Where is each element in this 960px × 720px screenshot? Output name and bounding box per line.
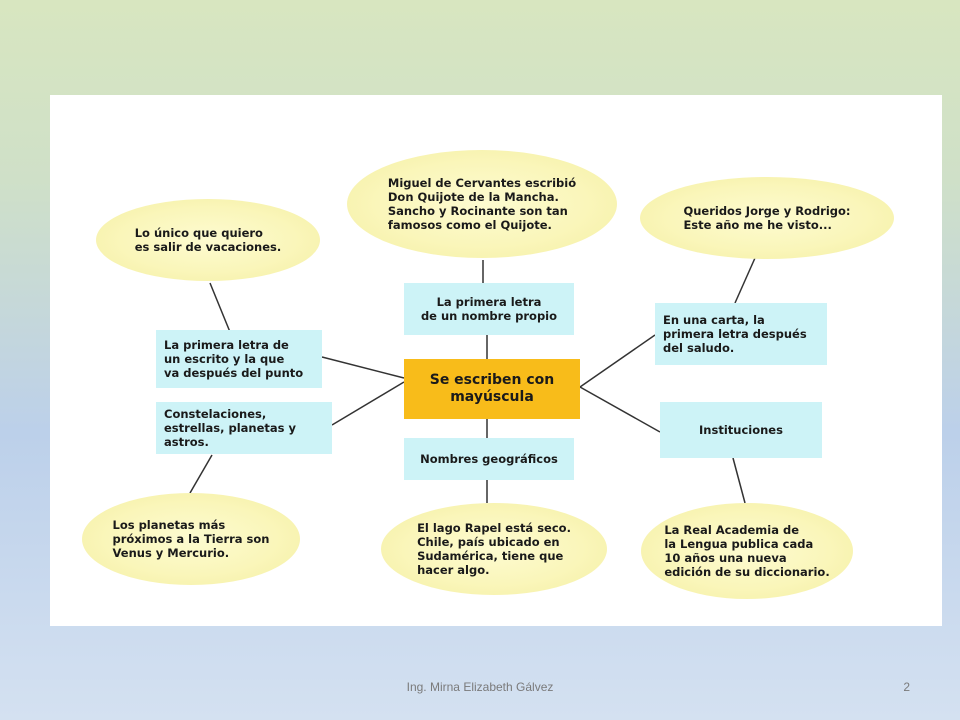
link-center-to-primera-letra bbox=[321, 356, 405, 379]
box-nombres-geograficos-text: Nombres geográficos bbox=[420, 452, 558, 466]
link-primera-letra-to-vacaciones bbox=[209, 282, 231, 333]
example-vacaciones-text: Lo único que quiero es salir de vacacion… bbox=[134, 226, 282, 254]
example-vacaciones: Lo único que quiero es salir de vacacion… bbox=[96, 199, 320, 281]
example-planetas-text: Los planetas más próximos a la Tierra so… bbox=[112, 518, 270, 560]
box-instituciones-text: Instituciones bbox=[699, 423, 783, 437]
connector-lines bbox=[189, 257, 756, 504]
example-academia-text: La Real Academia de la Lengua publica ca… bbox=[664, 523, 830, 579]
box-constelaciones-text: Constelaciones, estrellas, planetas y as… bbox=[164, 407, 296, 449]
example-cervantes: Miguel de Cervantes escribió Don Quijote… bbox=[347, 150, 617, 258]
example-planetas: Los planetas más próximos a la Tierra so… bbox=[82, 493, 300, 585]
example-carta-text: Queridos Jorge y Rodrigo: Este año me he… bbox=[683, 204, 851, 232]
footer-page-number: 2 bbox=[903, 680, 910, 694]
box-constelaciones: Constelaciones, estrellas, planetas y as… bbox=[156, 402, 332, 454]
link-center-to-constelaciones bbox=[331, 381, 405, 426]
link-carta-to-ejemplo-carta bbox=[734, 257, 756, 304]
example-academia: La Real Academia de la Lengua publica ca… bbox=[641, 503, 853, 599]
box-nombres-geograficos: Nombres geográficos bbox=[404, 438, 574, 480]
central-node-text: Se escriben con mayúscula bbox=[429, 372, 555, 405]
example-carta: Queridos Jorge y Rodrigo: Este año me he… bbox=[640, 177, 894, 259]
link-instituciones-to-academia bbox=[732, 457, 746, 504]
example-cervantes-text: Miguel de Cervantes escribió Don Quijote… bbox=[387, 176, 577, 232]
example-lago-text: El lago Rapel está seco. Chile, país ubi… bbox=[417, 521, 571, 577]
link-center-to-instituciones bbox=[579, 386, 661, 433]
box-nombre-propio: La primera letra de un nombre propio bbox=[404, 283, 574, 335]
link-center-to-carta bbox=[579, 334, 656, 388]
box-carta-text: En una carta, la primera letra después d… bbox=[663, 313, 807, 355]
central-node: Se escriben con mayúscula bbox=[404, 359, 580, 419]
box-primera-letra-escrito: La primera letra de un escrito y la que … bbox=[156, 330, 322, 388]
box-nombre-propio-text: La primera letra de un nombre propio bbox=[420, 295, 558, 323]
box-instituciones: Instituciones bbox=[660, 402, 822, 458]
footer-author: Ing. Mirna Elizabeth Gálvez bbox=[406, 680, 554, 694]
link-constelaciones-to-planetas bbox=[189, 454, 213, 494]
box-primera-letra-escrito-text: La primera letra de un escrito y la que … bbox=[164, 338, 304, 380]
box-carta: En una carta, la primera letra después d… bbox=[655, 303, 827, 365]
example-lago: El lago Rapel está seco. Chile, país ubi… bbox=[381, 503, 607, 595]
concept-map: Miguel de Cervantes escribió Don Quijote… bbox=[50, 95, 942, 626]
